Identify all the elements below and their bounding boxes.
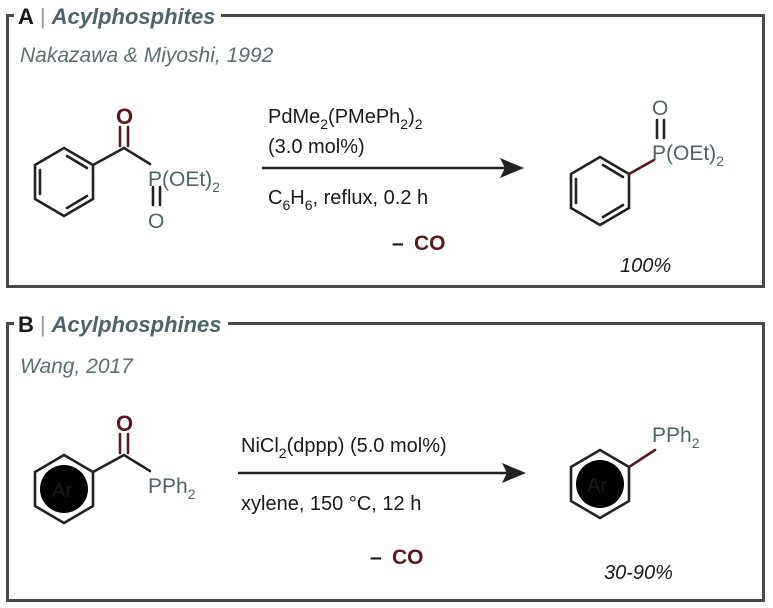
panel-b-loss-dash: – (370, 546, 382, 569)
panel-a-reactant-double-bond-3 (65, 194, 89, 210)
panel-a (6, 14, 765, 288)
panel-a-title: Acylphosphites (51, 4, 216, 29)
panel-b-reactant-phosphorus-group: PPh2 (148, 475, 196, 502)
panel-a-product-oxygen: O (652, 97, 668, 120)
panel-b-product-aryl-label: Ar (587, 475, 607, 497)
panel-b-product-aromatic-circle (576, 460, 624, 508)
panel-b-letter: B (18, 312, 34, 337)
panel-b-carbonyl-oxygen: O (116, 411, 133, 436)
panel-a-reactant-phosphorus-group: P(OEt)2 (148, 168, 220, 195)
panel-b (6, 322, 765, 602)
panel-a-separator: | (39, 4, 46, 29)
panel-a-reactant-ring (33, 146, 95, 218)
panel-b-cp-bond (122, 453, 152, 473)
panel-b-title: Acylphosphines (51, 312, 222, 337)
panel-a-letter: A (18, 4, 34, 29)
panel-b-product-cp-bond (627, 448, 657, 469)
panel-a-cp-bond (122, 146, 152, 166)
panel-a-product-ring (569, 155, 631, 227)
panel-a-solvent: C6H6, reflux, 0.2 h (268, 187, 428, 213)
panel-b-separator: | (39, 312, 46, 337)
panel-b-yield: 30-90% (604, 562, 673, 584)
panel-a-product-cp-bond (627, 158, 656, 176)
panel-a-product-double-bond-3 (601, 203, 625, 219)
panel-a-product-phosphorus-group: P(OEt)2 (652, 142, 724, 169)
panel-b-conditions: xylene, 150 °C, 12 h (241, 493, 421, 515)
panel-a-aryl-carbonyl-bond (91, 146, 126, 167)
panel-a-co-loss: CO (414, 232, 446, 255)
panel-b-aryl-label: Ar (52, 480, 72, 502)
panel-a-reactant-double-bond-2 (65, 154, 89, 170)
panel-a-loading: (3.0 mol%) (268, 136, 365, 158)
panel-b-reactant-aromatic-circle (40, 465, 88, 513)
panel-b-product-phosphorus-group: PPh2 (652, 424, 700, 451)
panel-a-product-double-bond-2 (601, 163, 625, 179)
panel-a-catalyst: PdMe2(PMePh2)2 (268, 106, 423, 132)
panel-b-co-loss: CO (392, 546, 424, 569)
panel-a-yield: 100% (620, 255, 671, 277)
panel-a-arrowhead (500, 158, 524, 178)
panel-b-aryl-carbonyl-bond (91, 453, 126, 474)
panel-b-arrowhead (502, 463, 526, 483)
panel-b-reactant-structure (33, 432, 152, 525)
panel-b-catalyst: NiCl2(dppp) (5.0 mol%) (241, 435, 447, 461)
panel-a-header: A|Acylphosphites (14, 4, 222, 30)
panel-b-citation: Wang, 2017 (20, 355, 133, 378)
panel-a-product-structure (569, 118, 666, 227)
panel-a-loss-dash: – (392, 232, 404, 255)
panel-a-reactant-structure (33, 125, 162, 218)
panel-b-product-structure (569, 448, 657, 520)
panel-b-header: B|Acylphosphines (14, 312, 228, 338)
panel-a-citation: Nakazawa & Miyoshi, 1992 (20, 44, 274, 67)
panel-a-po-oxygen: O (148, 210, 164, 233)
panel-a-carbonyl-oxygen: O (116, 104, 133, 129)
